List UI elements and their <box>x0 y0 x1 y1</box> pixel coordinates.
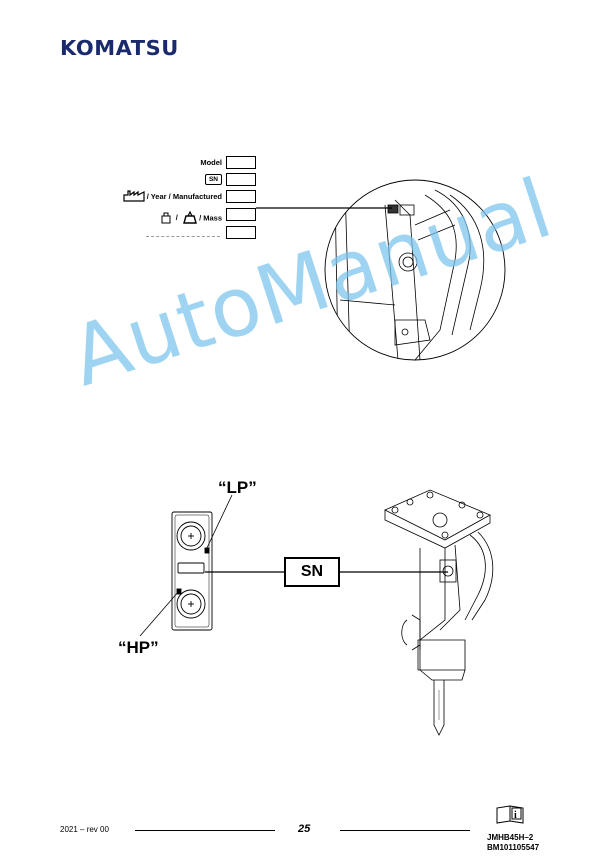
weight-outline-icon <box>183 210 197 226</box>
plate-box-model <box>226 156 256 169</box>
footer-rule-left <box>135 830 275 831</box>
manual-info-icon: i <box>496 805 524 824</box>
footer-document-code: JMHB45H–2 BM101105547 <box>487 833 539 853</box>
plate-dashed-row <box>146 236 220 237</box>
plate-box-mass <box>226 208 256 221</box>
plate-label-year: / Year / Manufactured <box>123 190 222 204</box>
weight-icon <box>161 211 171 226</box>
callout-hp: “HP” <box>118 638 159 657</box>
plate-label-mass: / / Mass <box>161 210 222 226</box>
plate-label-model: Model <box>200 158 222 167</box>
plate-box-extra <box>226 226 256 239</box>
plate-label-sn: SN <box>204 174 222 185</box>
page-number: 25 <box>298 823 311 835</box>
factory-icon <box>123 190 145 204</box>
komatsu-logo: KOMATSU <box>60 36 179 60</box>
plate-box-sn <box>226 173 256 186</box>
sn-chip: SN <box>204 174 222 185</box>
svg-text:i: i <box>514 810 517 821</box>
plate-box-year <box>226 190 256 203</box>
footer-code-line2: BM101105547 <box>487 843 540 852</box>
callout-lp: “LP” <box>218 478 257 497</box>
plate-label-mass-text: / Mass <box>199 213 222 223</box>
footer-rule-right <box>340 830 470 831</box>
hydraulic-breaker-drawing <box>384 489 494 736</box>
plate-label-year-text: / Year / Manufactured <box>146 191 222 201</box>
sn-label-box: SN <box>284 557 340 587</box>
valve-block <box>171 511 213 631</box>
footer-code-line1: JMHB45H–2 <box>487 833 534 842</box>
footer-revision: 2021 – rev 00 <box>60 825 109 834</box>
